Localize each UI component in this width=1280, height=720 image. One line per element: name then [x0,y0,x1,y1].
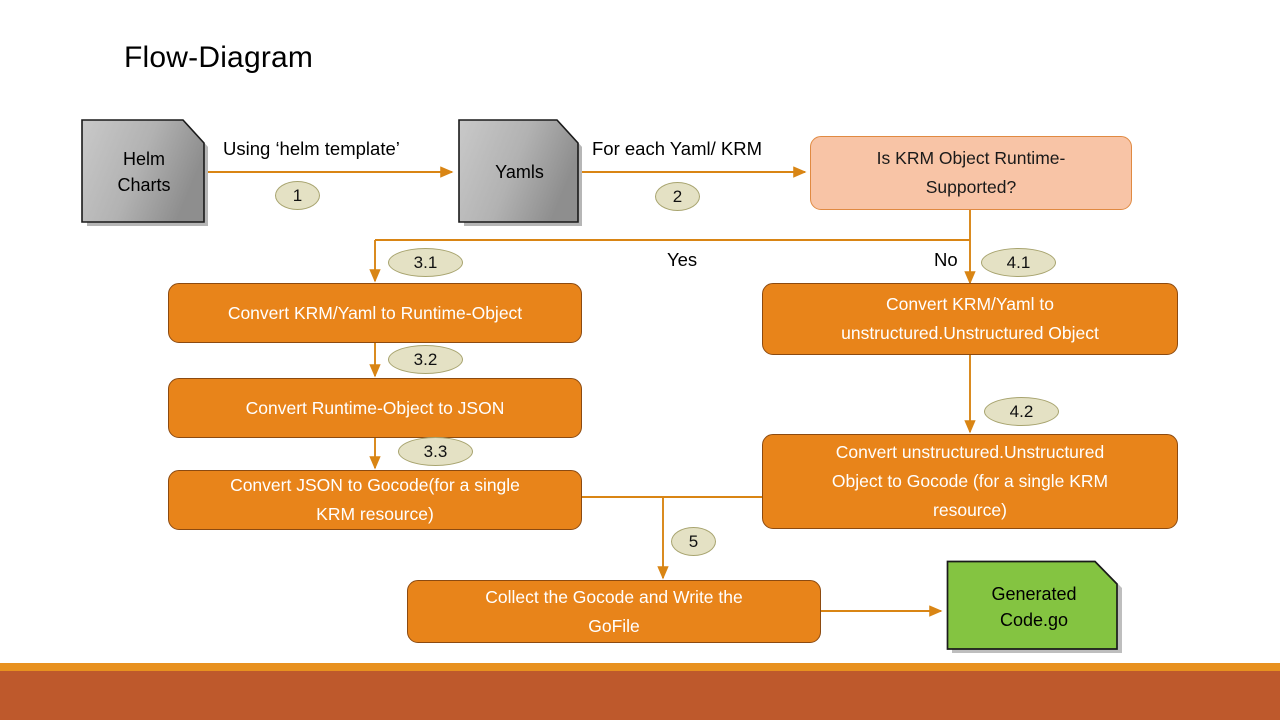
node-label-line1: Helm [122,149,165,169]
node-label: Collect the Gocode and Write the GoFile [485,583,742,641]
node-label-line1: Collect the Gocode and Write the [485,586,743,607]
edge-label-no: No [934,249,958,270]
node-label: Helm Charts [109,146,178,198]
node-label: Convert KRM/Yaml to unstructured.Unstruc… [841,290,1099,348]
node-label-line2: Supported? [925,177,1017,197]
node-decision-runtime-supported[interactable]: Is KRM Object Runtime- Supported? [810,136,1132,210]
node-label-line2: unstructured.Unstructured Object [841,323,1099,343]
node-label-line2: Charts [117,175,171,195]
node-label-line2: KRM resource) [316,504,434,524]
edge-label-for-each-yaml-krm: For each Yaml/ KRM [592,138,762,159]
node-label-line1: Convert KRM/Yaml to [886,294,1054,314]
step-label-3-1: 3.1 [388,248,463,277]
step-label-3-2: 3.2 [388,345,463,374]
node-label: Is KRM Object Runtime- Supported? [877,144,1066,202]
node-label: Convert KRM/Yaml to Runtime-Object [227,302,523,323]
node-label-line2: Object to Gocode (for a single KRM [831,471,1109,491]
node-convert-json-to-gocode[interactable]: Convert JSON to Gocode(for a single KRM … [168,470,582,530]
node-label: Generated Code.go [983,581,1084,633]
node-label-line2: GoFile [588,615,640,636]
node-label: Convert unstructured.Unstructured Object… [832,438,1108,525]
step-label-4-1: 4.1 [981,248,1056,277]
step-label-3-3: 3.3 [398,437,473,466]
node-convert-krm-to-unstructured[interactable]: Convert KRM/Yaml to unstructured.Unstruc… [762,283,1178,355]
node-yamls[interactable]: Yamls [457,118,582,226]
node-label-line3: resource) [933,500,1007,520]
step-label-1: 1 [275,181,320,210]
edge-label-yes: Yes [667,249,698,270]
node-label-line1: Convert JSON to Gocode(for a single [230,475,520,495]
footer-base-bar [0,671,1280,720]
node-label: Convert Runtime-Object to JSON [245,397,505,418]
node-collect-gocode-write-gofile[interactable]: Collect the Gocode and Write the GoFile [407,580,821,643]
node-label: Convert JSON to Gocode(for a single KRM … [230,471,520,529]
node-label: Yamls [487,159,552,185]
node-label-line1: Generated [991,583,1077,604]
page-title: Flow-Diagram [124,41,314,74]
step-label-5: 5 [671,527,716,556]
node-convert-unstructured-to-gocode[interactable]: Convert unstructured.Unstructured Object… [762,434,1178,529]
document-shape-icon [946,560,1122,653]
node-label-line1: Convert unstructured.Unstructured [835,442,1105,462]
document-shape-icon [81,119,208,226]
node-convert-runtime-object-to-json[interactable]: Convert Runtime-Object to JSON [168,378,582,438]
node-convert-krm-to-runtime-object[interactable]: Convert KRM/Yaml to Runtime-Object [168,283,582,343]
node-generated-code-go[interactable]: Generated Code.go [946,560,1122,653]
node-label-line1: Is KRM Object Runtime- [876,148,1066,168]
edge-label-using-helm-template: Using ‘helm template’ [223,138,400,159]
document-shape-icon [458,119,582,226]
node-helm-charts[interactable]: Helm Charts [80,118,208,226]
step-label-4-2: 4.2 [984,397,1059,426]
footer-accent-bar [0,663,1280,671]
node-label-line2: Code.go [999,609,1069,630]
step-label-2: 2 [655,182,700,211]
node-label-line1: Yamls [495,162,544,182]
